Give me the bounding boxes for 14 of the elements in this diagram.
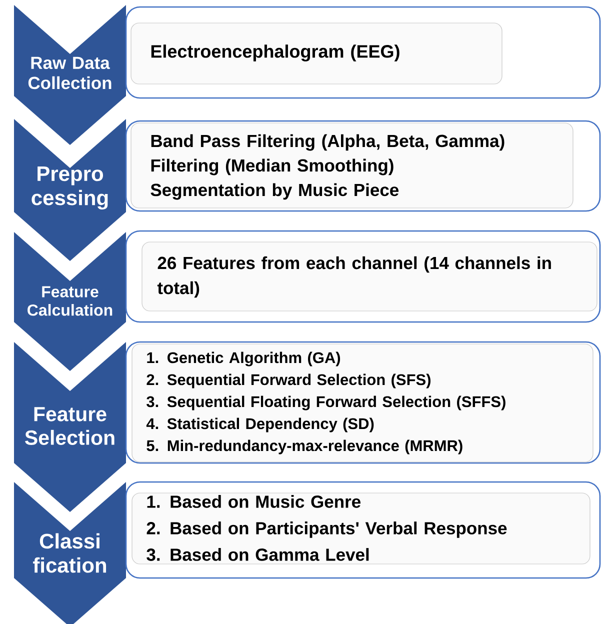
node-label: Feature Selection (25, 407, 114, 445)
step-box: 1. Based on Music Genre 2. Based on Participants' Verbal Response 3. Based on Gamma Level (125, 481, 601, 579)
step-box: Band Pass Filtering (Alpha, Beta, Gamma) Filtering (Median Smoothing) Segmentation by Music Piece (125, 120, 601, 212)
stage-band: Raw Data Collection (14, 5, 126, 145)
stage-band: Prepro cessing (14, 119, 126, 261)
step-box: Electroencephalogram (EEG) (125, 6, 601, 99)
step-box: 1. Genetic Algorithm (GA) 2. Sequential Forward Selection (SFS) 3. Sequential Floating Forward Selection (SFFS) 4. Statistical Dependency (SD) 5. Min-redundancy-max-relevance (MRMR) (125, 341, 601, 464)
step-box: 26 Features from each channel (14 channels in total) (125, 230, 601, 323)
node-label: Prepro cessing (32, 166, 108, 210)
stage-band: Classi fication (14, 482, 126, 624)
node-label: Classi fication (33, 533, 106, 573)
stage-band: Feature Calculation (14, 232, 126, 371)
node-label: Feature Calculation (28, 286, 112, 316)
stage-band: Feature Selection (14, 342, 126, 512)
